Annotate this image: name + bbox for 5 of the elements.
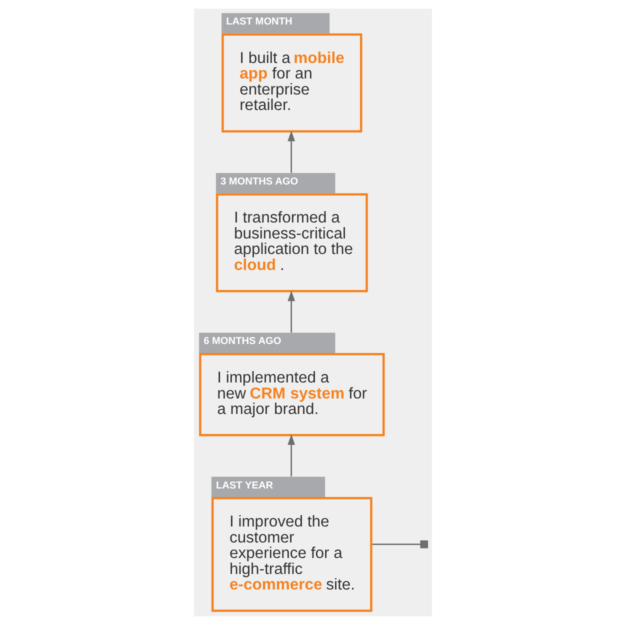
arrow xyxy=(287,290,295,333)
connector xyxy=(372,544,420,545)
arrow xyxy=(287,130,295,173)
arrow xyxy=(287,434,295,476)
node-box xyxy=(420,540,428,548)
